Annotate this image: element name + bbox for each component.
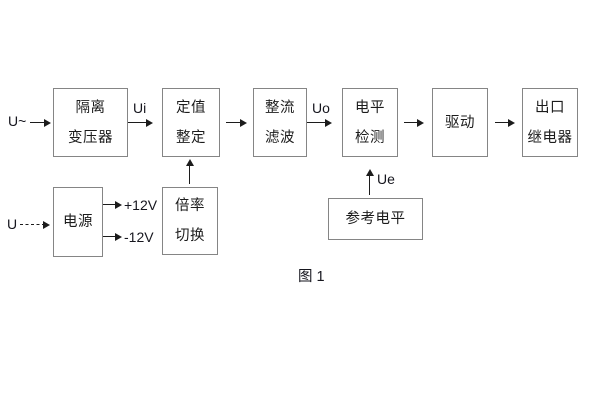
arrow-shaft xyxy=(404,122,419,123)
block-label: 检测 xyxy=(355,129,385,146)
arrow-shaft xyxy=(307,122,327,123)
arrow-shaft xyxy=(103,236,117,237)
block-label: 倍率 xyxy=(175,198,205,214)
arrow-ratio-to-setting xyxy=(186,159,194,184)
arrowhead-right-icon xyxy=(115,201,122,209)
arrow-shaft xyxy=(226,122,242,123)
arrow-driver-to-relay xyxy=(495,119,515,127)
label-ui: Ui xyxy=(133,100,147,116)
arrow-dc-input-to-power xyxy=(20,221,50,229)
block-isolation-transformer: 隔离 变压器 xyxy=(53,88,128,157)
block-label: 电平 xyxy=(355,99,385,116)
block-reference-level: 参考电平 xyxy=(328,198,423,240)
block-label: 滤波 xyxy=(265,129,295,146)
arrow-shaft xyxy=(30,122,46,123)
arrowhead-right-icon xyxy=(240,119,247,127)
arrowhead-right-icon xyxy=(417,119,424,127)
block-driver: 驱动 xyxy=(432,88,488,157)
block-output-relay: 出口 继电器 xyxy=(522,88,578,157)
block-label: 电源 xyxy=(63,214,93,230)
arrow-level-to-driver xyxy=(404,119,424,127)
arrow-shaft xyxy=(369,174,370,195)
label-dc-input: U xyxy=(7,216,18,232)
block-level-detection: 电平 检测 xyxy=(342,88,398,157)
label-ac-input: U~ xyxy=(8,113,27,129)
label-plus-12v: +12V xyxy=(124,197,158,213)
arrow-ui-isolation-to-setting xyxy=(128,119,153,127)
block-label: 出口 xyxy=(535,99,565,116)
block-label: 整流 xyxy=(265,99,295,116)
arrowhead-right-icon xyxy=(43,221,50,229)
block-label: 参考电平 xyxy=(345,211,406,227)
arrow-shaft xyxy=(128,122,148,123)
arrowhead-up-icon xyxy=(186,159,194,166)
block-label: 继电器 xyxy=(527,129,573,146)
arrow-ac-input-to-isolation xyxy=(30,119,51,127)
block-label: 驱动 xyxy=(445,114,475,131)
arrowhead-right-icon xyxy=(146,119,153,127)
arrowhead-right-icon xyxy=(325,119,332,127)
arrowhead-right-icon xyxy=(44,119,51,127)
arrow-shaft xyxy=(495,122,510,123)
arrow-shaft xyxy=(189,164,190,184)
label-ue: Ue xyxy=(377,171,395,187)
arrowhead-right-icon xyxy=(115,233,122,241)
arrow-uo-rectifier-to-level xyxy=(307,119,332,127)
arrow-ue-reference-to-level xyxy=(366,169,374,195)
label-minus-12v: -12V xyxy=(124,229,154,245)
block-power-supply: 电源 xyxy=(53,187,103,257)
arrowhead-up-icon xyxy=(366,169,374,176)
block-value-setting: 定值 整定 xyxy=(162,88,220,157)
block-label: 整定 xyxy=(176,129,206,146)
block-label: 切换 xyxy=(175,228,205,244)
arrow-setting-to-rectifier xyxy=(226,119,247,127)
block-label: 隔离 xyxy=(75,99,106,116)
figure-caption: 图 1 xyxy=(298,269,325,285)
arrowhead-right-icon xyxy=(508,119,515,127)
arrow-power-plus-12v xyxy=(103,201,122,209)
arrow-shaft xyxy=(103,204,117,205)
label-uo: Uo xyxy=(312,100,330,116)
block-label: 变压器 xyxy=(68,129,113,146)
block-ratio-switch: 倍率 切换 xyxy=(162,187,218,255)
block-rectifier-filter: 整流 滤波 xyxy=(253,88,307,157)
arrow-shaft xyxy=(20,224,45,225)
arrow-power-minus-12v xyxy=(103,233,122,241)
block-label: 定值 xyxy=(176,99,206,116)
